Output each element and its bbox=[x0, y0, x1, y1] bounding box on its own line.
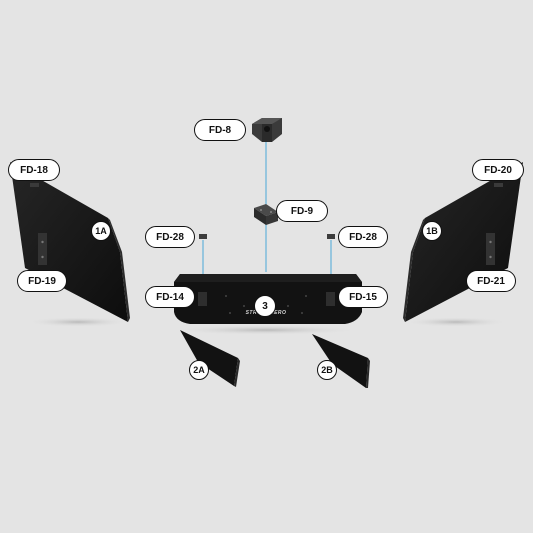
shadow-left bbox=[26, 317, 130, 327]
part-label-fd-21[interactable]: FD-21 bbox=[466, 270, 516, 292]
part-label-fd-14[interactable]: FD-14 bbox=[145, 286, 195, 308]
bracket-fd-21 bbox=[486, 233, 495, 265]
canard-2b bbox=[312, 334, 370, 388]
section-label-1a[interactable]: 1A bbox=[91, 221, 111, 241]
part-label-fd-28-right[interactable]: FD-28 bbox=[338, 226, 388, 248]
clip-fd-28-left bbox=[199, 234, 207, 239]
bracket-fd-15 bbox=[326, 292, 335, 306]
clip-fd-28-right bbox=[327, 234, 335, 239]
shadow-right bbox=[404, 317, 508, 327]
part-label-fd-8[interactable]: FD-8 bbox=[194, 119, 246, 141]
section-label-2b[interactable]: 2B bbox=[317, 360, 337, 380]
mount-fd-9 bbox=[254, 204, 278, 225]
side-panel-1a bbox=[10, 162, 130, 322]
part-label-fd-9[interactable]: FD-9 bbox=[276, 200, 328, 222]
part-label-fd-20[interactable]: FD-20 bbox=[472, 159, 524, 181]
side-panel-1b bbox=[403, 162, 523, 322]
section-label-2a[interactable]: 2A bbox=[189, 360, 209, 380]
part-label-fd-19[interactable]: FD-19 bbox=[17, 270, 67, 292]
bracket-fd-14 bbox=[198, 292, 207, 306]
part-label-fd-18[interactable]: FD-18 bbox=[8, 159, 60, 181]
section-label-1b[interactable]: 1B bbox=[422, 221, 442, 241]
bracket-fd-19 bbox=[38, 233, 47, 265]
shadow-center bbox=[171, 325, 361, 335]
part-label-fd-28-left[interactable]: FD-28 bbox=[145, 226, 195, 248]
bracket-fd-8 bbox=[252, 118, 282, 142]
canard-2a bbox=[180, 330, 240, 387]
section-label-3[interactable]: 3 bbox=[254, 295, 276, 317]
part-label-fd-15[interactable]: FD-15 bbox=[338, 286, 388, 308]
